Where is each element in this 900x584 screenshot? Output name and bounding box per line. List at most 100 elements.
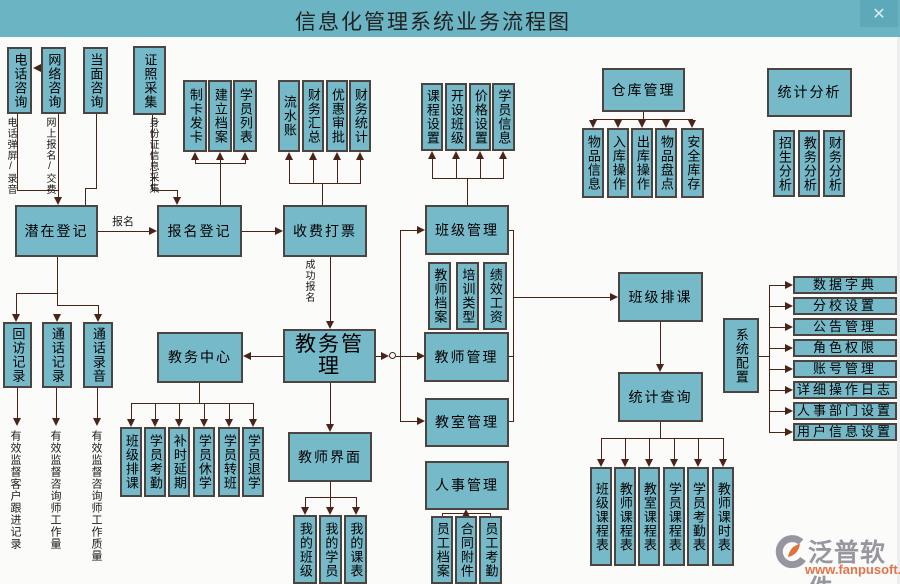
arrowhead [785,344,793,352]
connector [509,230,514,231]
node-enroll-analysis: 招生分析 [773,130,795,197]
arrowhead [216,152,224,160]
connector [131,403,132,420]
connector [98,305,99,315]
arrowhead [54,197,62,205]
node-signup-reg: 报名登记 [157,205,242,257]
arrowhead [243,352,251,360]
arrowhead [326,507,334,515]
connector [289,160,290,184]
connector [245,160,246,164]
arrowhead [275,227,283,235]
connector [330,383,331,425]
arrowhead [285,152,293,160]
connector [289,183,361,184]
connector [480,159,481,179]
connector [58,114,59,198]
connector [313,160,314,184]
connector [204,403,205,420]
connector [601,438,602,460]
node-student-list: 学员列表 [233,80,257,152]
node-academic-mgmt: 教务管理 [283,329,376,383]
node-hr-mgmt: 人事管理 [425,461,509,510]
node-notice-mgmt: 公告管理 [793,318,897,336]
connector [396,356,401,357]
node-class-mgmt: 班级管理 [425,205,509,255]
node-staff-file: 员工档案 [431,516,453,584]
node-sched-class: 班级排课 [120,427,142,497]
close-icon: ✕ [872,5,886,23]
arrowhead [175,419,183,427]
arrowhead [241,152,249,160]
connector [770,306,786,307]
connector [322,183,323,205]
edge-label-id-collect: 身份证信息采集 [147,117,158,194]
arrowhead [656,364,664,372]
node-potential-reg: 潜在登记 [15,205,98,257]
node-hours-table: 教师课时表 [712,467,734,566]
node-finance-sum: 财务汇总 [302,80,324,152]
node-price-set: 价格设置 [469,83,491,151]
arrowhead [93,418,101,426]
node-call-record: 通话记录 [42,322,72,388]
arrowhead [151,419,159,427]
connector [467,178,468,205]
scrollbar-track [897,37,900,584]
connector [432,178,504,179]
node-teacher-mgmt: 教师管理 [424,332,509,382]
arrowhead [638,120,646,128]
node-create-file: 建立档案 [208,80,232,152]
arrowhead [417,417,425,425]
connector [593,119,693,120]
connector [643,112,644,120]
arrowhead [417,352,425,360]
arrowhead [597,459,605,467]
arrowhead [333,152,341,160]
connector [513,230,514,422]
connector [456,159,457,179]
connector [152,190,178,191]
node-hr-dept-set: 人事部门设置 [793,402,897,420]
connector [649,438,650,460]
connector [155,403,156,420]
connector [770,369,786,370]
arrowhead [249,419,257,427]
footnote-workload: 有效监督咨询师工作量 [49,430,61,550]
node-cash-journal: 流水账 [278,80,300,152]
connector [96,114,97,189]
node-finance-stat: 财务统计 [349,80,371,152]
connector [723,438,724,460]
connector [376,356,384,357]
close-button[interactable]: ✕ [860,0,898,27]
node-student-table: 学员课程表 [663,467,685,566]
arrowhead [499,151,507,159]
arrowhead [476,151,484,159]
arrowhead [326,321,334,329]
connector [770,327,786,328]
arrowhead [785,302,793,310]
node-staff-attend: 员工考勤 [479,516,502,584]
connector [85,188,86,205]
window-title: 信息化管理系统业务流程图 [295,10,571,34]
edge-label-success-enroll: 成功报名 [303,259,314,303]
arrowhead [662,120,670,128]
connector [253,403,254,420]
fanpu-logo-url: www.fanpusoft.com [805,562,900,577]
connector [509,421,514,422]
node-room-table: 教室课程表 [638,467,660,566]
arrowhead [452,151,460,159]
node-user-info-set: 用户信息设置 [793,423,897,441]
node-stu-transfer: 学员转班 [218,427,240,497]
arrowhead [614,120,622,128]
connector [769,285,770,433]
arrowhead [462,509,470,517]
connector [660,322,661,365]
arrowhead [352,507,360,515]
arrowhead [785,386,793,394]
node-fee-print: 收费打票 [283,205,367,257]
node-student-info: 学员信息 [492,83,515,151]
node-course-set: 课程设置 [421,83,443,151]
node-attend-table: 学员考勤表 [687,467,709,566]
arrowhead [149,227,157,235]
connector [770,411,786,412]
